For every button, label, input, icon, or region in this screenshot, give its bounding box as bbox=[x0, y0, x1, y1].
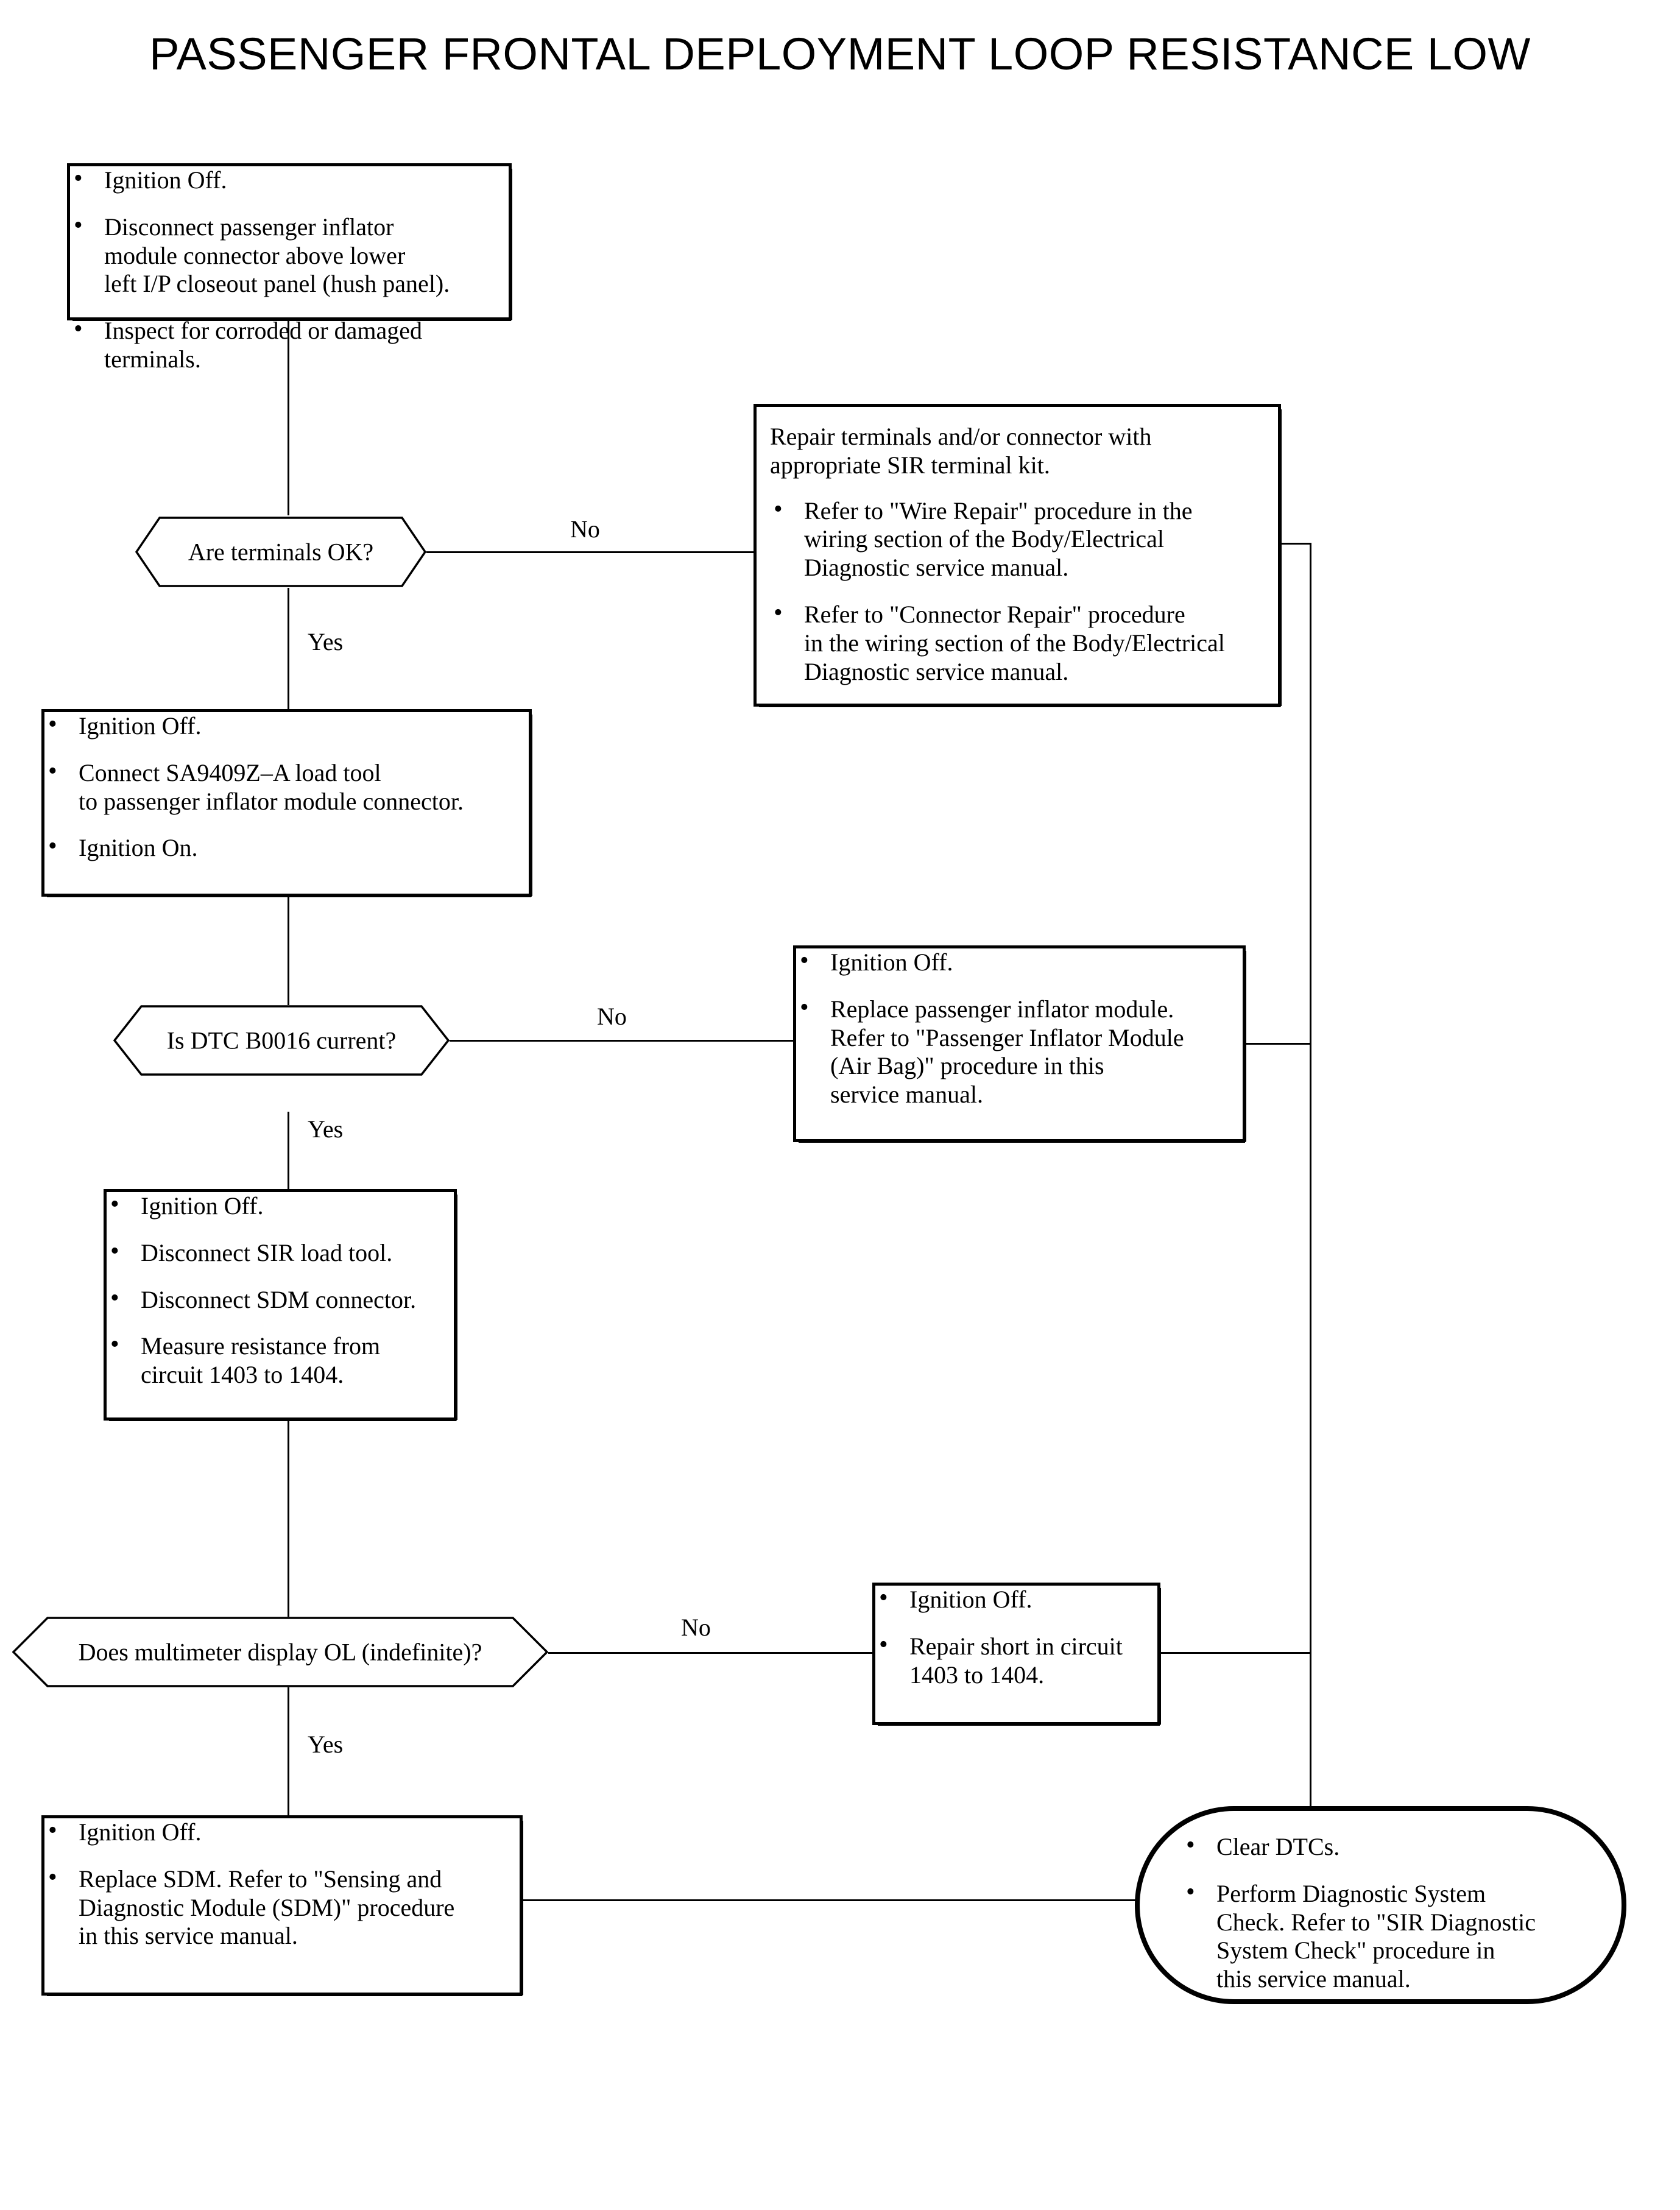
list-item: Ignition Off. bbox=[44, 710, 529, 741]
bullet-list: Ignition Off. Repair short in circuit 14… bbox=[875, 1583, 1157, 1690]
list-item: Ignition Off. bbox=[70, 164, 509, 195]
decision-node-multimeter-ol[interactable]: Does multimeter display OL (indefinite)? bbox=[12, 1617, 548, 1687]
process-node-repair-terminals[interactable]: Repair terminals and/or connector with a… bbox=[754, 404, 1282, 707]
connector-right-trunk bbox=[1310, 543, 1311, 1809]
process-node-replace-inflator[interactable]: Ignition Off. Replace passenger inflator… bbox=[793, 945, 1246, 1143]
list-item: Measure resistance from circuit 1403 to … bbox=[107, 1330, 454, 1389]
process-node-step1[interactable]: Ignition Off. Disconnect passenger infla… bbox=[67, 163, 512, 373]
list-item: Refer to "Wire Repair" procedure in the … bbox=[770, 495, 1262, 582]
bullet-list: Refer to "Wire Repair" procedure in the … bbox=[770, 495, 1262, 687]
bullet-list: Ignition Off. Disconnect SIR load tool. … bbox=[107, 1190, 454, 1389]
list-item: Connect SA9409Z–A load tool to passenger… bbox=[44, 757, 529, 816]
list-item: Repair short in circuit 1403 to 1404. bbox=[875, 1630, 1157, 1690]
list-item: Disconnect SIR load tool. bbox=[107, 1237, 454, 1268]
connector-trunk-into-terminator bbox=[1310, 1760, 1311, 1809]
bullet-list: Clear DTCs. Perform Diagnostic System Ch… bbox=[1140, 1811, 1622, 1994]
process-node-step3[interactable]: Ignition Off. Disconnect SIR load tool. … bbox=[104, 1189, 457, 1421]
list-item: Ignition Off. bbox=[875, 1583, 1157, 1614]
bullet-list: Ignition Off. Connect SA9409Z–A load too… bbox=[44, 710, 529, 863]
connector-step2-to-decision2 bbox=[288, 897, 289, 1040]
lead-text: Repair terminals and/or connector with a… bbox=[770, 423, 1152, 479]
edge-label-yes-1: Yes bbox=[308, 628, 344, 655]
connector-decision2-to-step3 bbox=[288, 1112, 289, 1191]
list-item: Refer to "Connector Repair" procedure in… bbox=[770, 598, 1262, 686]
decision-node-dtc-current[interactable]: Is DTC B0016 current? bbox=[113, 1005, 450, 1076]
list-item: Disconnect passenger inflator module con… bbox=[70, 211, 509, 298]
list-item: Replace passenger inflator module. Refer… bbox=[796, 993, 1243, 1109]
connector-decision1-no bbox=[426, 551, 755, 553]
connector-step1-to-decision1 bbox=[288, 320, 289, 515]
connector-repair-terminals-to-trunk bbox=[1279, 543, 1311, 545]
edge-label-no-1: No bbox=[570, 515, 600, 543]
connector-replace-inflator-to-trunk bbox=[1244, 1043, 1311, 1045]
list-item: Perform Diagnostic System Check. Refer t… bbox=[1182, 1877, 1597, 1994]
process-node-repair-short[interactable]: Ignition Off. Repair short in circuit 14… bbox=[872, 1583, 1161, 1726]
edge-label-yes-2: Yes bbox=[308, 1115, 344, 1143]
hexagon-shape bbox=[113, 1005, 450, 1076]
connector-decision2-no bbox=[448, 1040, 795, 1042]
terminator-node-clear-dtcs[interactable]: Clear DTCs. Perform Diagnostic System Ch… bbox=[1135, 1806, 1626, 2004]
list-item: Inspect for corroded or damaged terminal… bbox=[70, 314, 509, 374]
edge-label-yes-3: Yes bbox=[308, 1731, 344, 1758]
edge-label-no-3: No bbox=[681, 1614, 711, 1641]
connector-decision1-to-step2 bbox=[288, 588, 289, 710]
bullet-list: Ignition Off. Replace passenger inflator… bbox=[796, 946, 1243, 1109]
hexagon-shape bbox=[135, 517, 426, 587]
list-item: Ignition Off. bbox=[796, 946, 1243, 977]
decision-node-terminals-ok[interactable]: Are terminals OK? bbox=[135, 517, 426, 587]
list-item: Disconnect SDM connector. bbox=[107, 1283, 454, 1315]
connector-decision3-to-replace-sdm bbox=[288, 1684, 289, 1815]
bullet-list: Ignition Off. Replace SDM. Refer to "Sen… bbox=[44, 1816, 520, 1951]
list-item: Clear DTCs. bbox=[1182, 1830, 1597, 1862]
list-item: Ignition On. bbox=[44, 831, 529, 863]
process-node-replace-sdm[interactable]: Ignition Off. Replace SDM. Refer to "Sen… bbox=[41, 1815, 523, 1996]
connector-step3-to-decision3 bbox=[288, 1421, 289, 1625]
list-item: Replace SDM. Refer to "Sensing and Diagn… bbox=[44, 1863, 520, 1951]
edge-label-no-2: No bbox=[597, 1003, 627, 1030]
connector-replace-sdm-to-terminator bbox=[523, 1899, 1155, 1901]
connector-decision3-no bbox=[545, 1652, 874, 1654]
connector-repair-short-to-trunk bbox=[1159, 1652, 1311, 1654]
list-item: Ignition Off. bbox=[107, 1190, 454, 1221]
bullet-list: Ignition Off. Disconnect passenger infla… bbox=[70, 164, 509, 374]
process-node-step2[interactable]: Ignition Off. Connect SA9409Z–A load too… bbox=[41, 709, 532, 897]
page-title: PASSENGER FRONTAL DEPLOYMENT LOOP RESIST… bbox=[149, 29, 1531, 79]
list-item: Ignition Off. bbox=[44, 1816, 520, 1847]
hexagon-shape bbox=[12, 1617, 548, 1687]
